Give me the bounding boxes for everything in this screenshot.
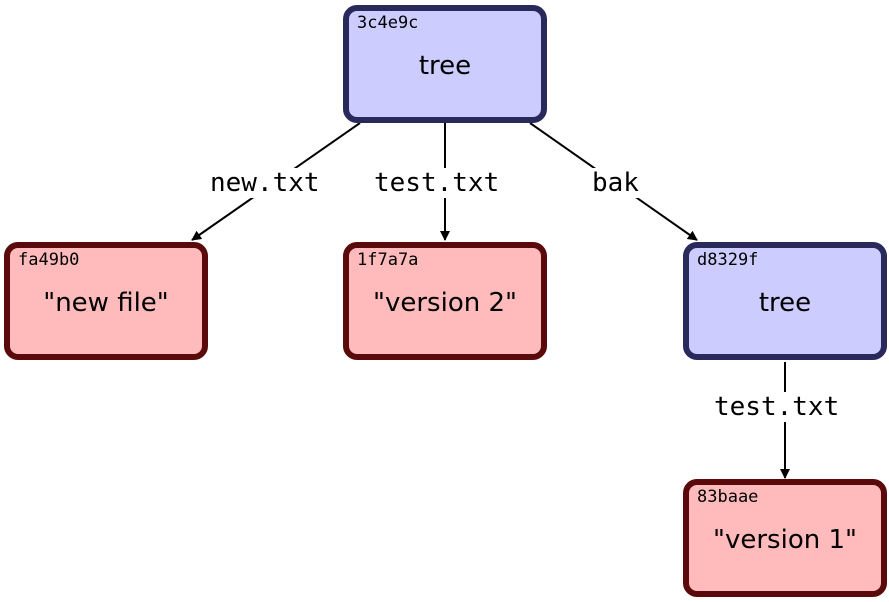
blob-node-new-file: fa49b0 "new file" (4, 242, 208, 360)
tree-hash: 3c4e9c (357, 13, 419, 33)
edge-label-test-txt: test.txt (370, 168, 504, 198)
edge-label-bak: bak (588, 168, 643, 198)
blob-label: "version 1" (713, 525, 857, 555)
tree-label: tree (418, 51, 472, 81)
edge-label-new-txt: new.txt (206, 168, 324, 198)
blob-node-version-1: 83baae "version 1" (683, 479, 887, 597)
tree-label: tree (758, 288, 812, 318)
blob-hash: 83baae (697, 487, 759, 507)
blob-hash: fa49b0 (18, 250, 80, 270)
blob-label: "version 2" (373, 288, 517, 318)
blob-label: "new file" (43, 288, 169, 318)
tree-node-root: 3c4e9c tree (343, 5, 547, 123)
blob-node-version-2: 1f7a7a "version 2" (343, 242, 547, 360)
edge-label-bak-test-txt: test.txt (710, 392, 844, 422)
tree-node-bak: d8329f tree (683, 242, 887, 360)
blob-hash: 1f7a7a (357, 250, 419, 270)
tree-hash: d8329f (697, 250, 759, 270)
